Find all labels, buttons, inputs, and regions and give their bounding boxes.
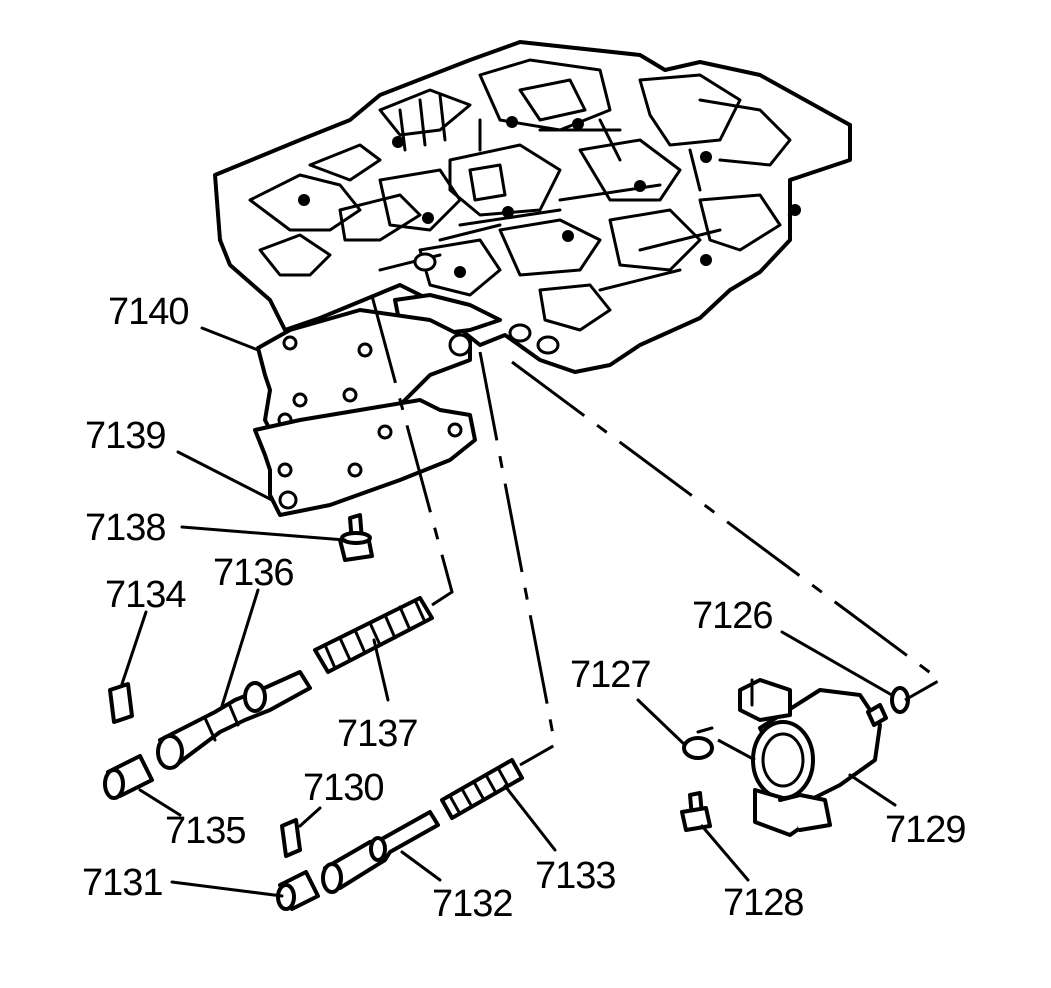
label-7135: 7135: [165, 810, 246, 852]
part-7128-bolt: [680, 791, 712, 832]
part-7136-valve: [156, 670, 312, 770]
leader-7127: [636, 698, 687, 747]
alignment-line-7137: [370, 295, 454, 607]
label-7137: 7137: [337, 713, 418, 755]
leader-7138: [180, 525, 347, 542]
label-7127: 7127: [570, 654, 651, 696]
leader-7135: [138, 788, 182, 817]
alignment-line-7129: [511, 360, 943, 702]
valve-body: [213, 40, 852, 374]
label-7138: 7138: [85, 507, 166, 549]
label-7126: 7126: [692, 595, 773, 637]
label-7140: 7140: [108, 291, 189, 333]
leader-7140: [200, 326, 260, 352]
part-7131-plug: [276, 870, 320, 911]
part-7133-spring: [440, 758, 524, 820]
label-7139: 7139: [85, 415, 166, 457]
leader-7130: [298, 806, 322, 828]
leader-7139: [176, 450, 274, 502]
label-7130: 7130: [303, 767, 384, 809]
label-7134: 7134: [105, 574, 186, 616]
leader-7132: [400, 850, 442, 882]
alignment-line-7127: [717, 738, 756, 762]
leader-7134: [120, 610, 148, 686]
label-7133: 7133: [535, 855, 616, 897]
leader-7126: [780, 630, 892, 696]
part-7130-pin: [280, 818, 302, 858]
leader-7129: [848, 773, 897, 807]
label-7128: 7128: [723, 882, 804, 924]
label-7129: 7129: [885, 809, 966, 851]
part-7139-gasket: [253, 398, 477, 517]
part-7137-spring: [313, 596, 434, 674]
part-7138-bolt: [338, 513, 374, 562]
part-7134-pin: [108, 682, 134, 724]
leader-7136: [220, 588, 260, 708]
part-7129-solenoid: [738, 678, 888, 837]
label-7136: 7136: [213, 552, 294, 594]
label-7132: 7132: [432, 883, 513, 925]
leader-7128: [700, 824, 750, 882]
part-7127-oring: [682, 726, 714, 760]
label-7131: 7131: [82, 862, 163, 904]
leader-7133: [503, 784, 557, 852]
part-7135-plug: [103, 754, 154, 800]
leader-7131: [170, 880, 284, 898]
part-7132-valve: [321, 810, 440, 894]
leader-7137: [372, 638, 390, 702]
alignment-line-7133: [478, 351, 557, 767]
